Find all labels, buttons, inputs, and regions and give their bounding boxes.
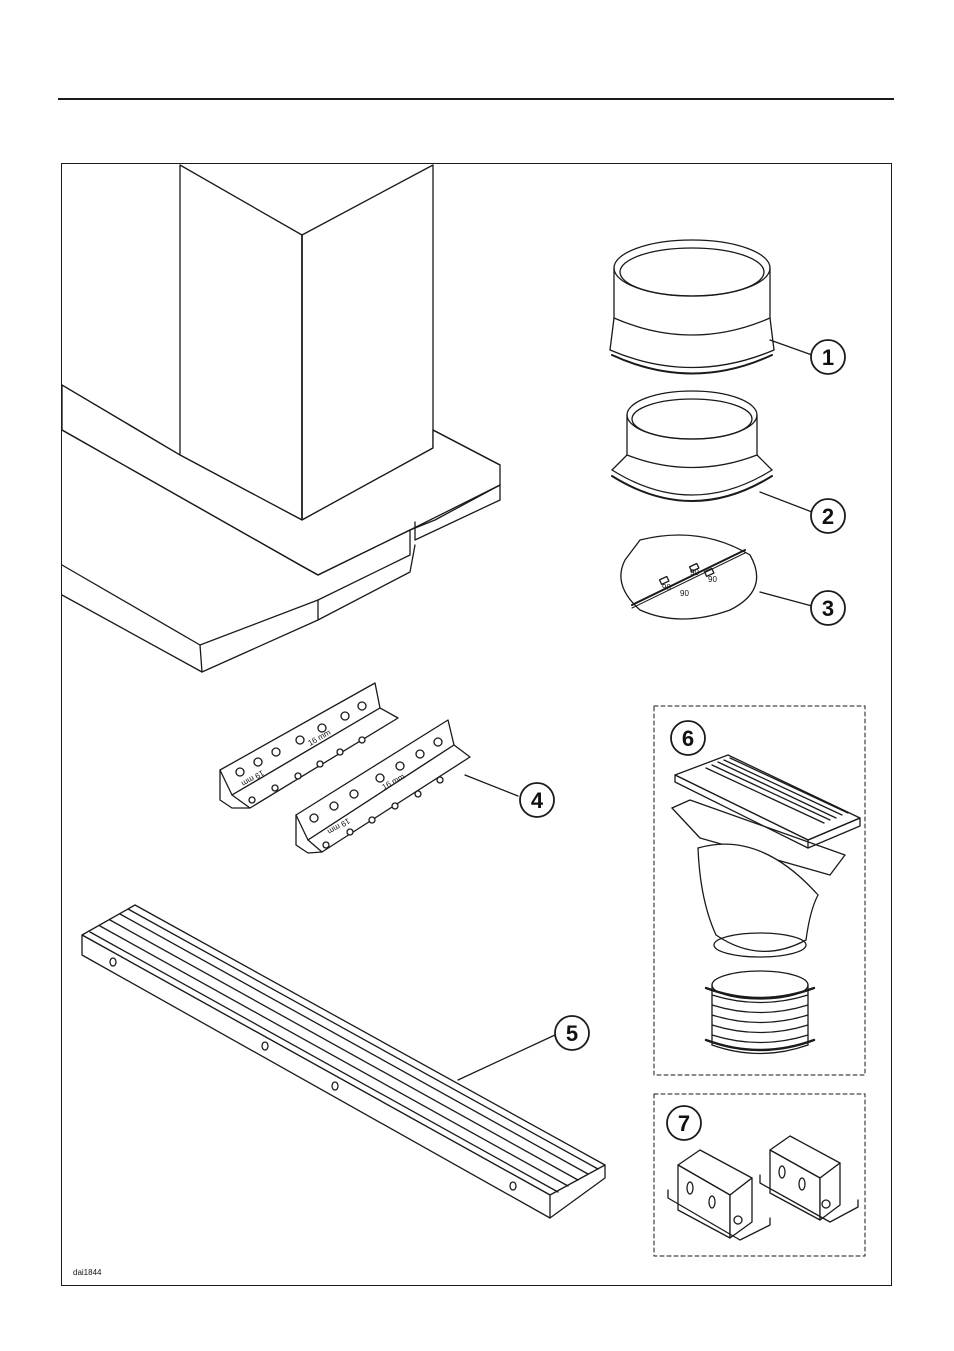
disc-mark-3: 90	[680, 589, 689, 598]
callout-3-label: 3	[822, 596, 834, 621]
disc-mark-4: 90	[708, 575, 717, 584]
disc-mark-2: 90	[690, 568, 699, 577]
callout-6-label: 6	[682, 726, 694, 751]
part-2-reducer-drawing	[612, 391, 812, 512]
hood-chimney-drawing	[62, 165, 500, 672]
callout-5-label: 5	[566, 1021, 578, 1046]
callout-7-label: 7	[678, 1111, 690, 1136]
callout-4-label: 4	[531, 788, 544, 813]
callout-1-label: 1	[822, 345, 834, 370]
part-6-outlet-kit-drawing	[672, 755, 860, 1054]
disc-mark-1: 90	[662, 583, 671, 592]
part-7-clips-drawing	[668, 1136, 858, 1240]
callout-2-label: 2	[822, 504, 834, 529]
part-4-brackets-drawing: 16 mm 19 mm 16 mm 19 mm	[220, 683, 518, 853]
part-1-collar-drawing	[610, 240, 812, 374]
figure-code: dai1844	[73, 1268, 101, 1277]
part-3-flap-drawing: 90 90 90 90	[621, 535, 812, 619]
part-5-strip-drawing	[82, 905, 605, 1218]
